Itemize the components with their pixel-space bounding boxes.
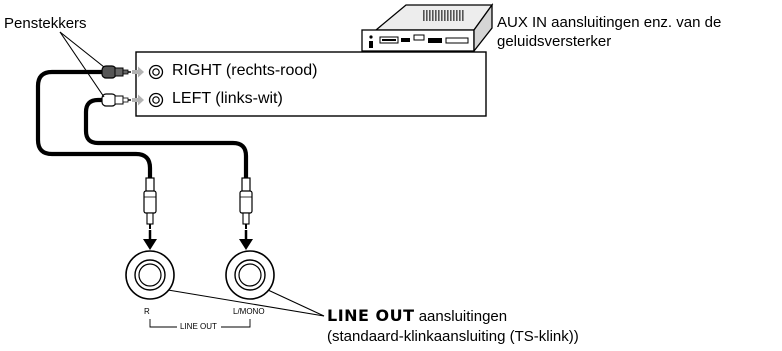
line-out-jack-l-icon [225,250,275,300]
pin-plug-right-icon [101,65,131,79]
line-out-label: LINE OUT aansluitingen (standaard-klinka… [327,306,579,347]
pin-plug-left-icon [101,93,131,107]
aux-in-label-line1: AUX IN aansluitingen enz. van de [497,14,722,31]
rca-jack-left-icon [148,92,164,108]
line-out-label-rest: aansluitingen [414,308,508,325]
jack-r-label: R [144,307,150,316]
left-jack-label: LEFT (links-wit) [172,90,283,107]
right-jack-label: RIGHT (rechts-rood) [172,62,318,79]
down-arrow-l-icon [239,230,253,250]
arrow-right-icon [132,66,144,78]
phone-plug-r-icon [143,177,157,229]
phone-plug-l-icon [239,177,253,229]
line-out-label-line2: (standaard-klinkaansluiting (TS-klink)) [327,328,579,345]
plugs-label: Penstekkers [4,15,87,32]
line-out-bracket [149,319,251,328]
aux-input-panel [135,51,487,117]
line-out-label-strong: LINE OUT [327,306,415,325]
amplifier-device-icon [361,2,494,53]
plugs-pointer-lines [59,31,105,98]
cable-left [83,97,249,183]
jack-l-mono-label: L/MONO [233,307,265,316]
rca-jack-right-icon [148,64,164,80]
line-out-label-line1: LINE OUT aansluitingen [327,306,579,327]
line-out-panel-label: LINE OUT [180,322,217,331]
line-out-jack-r-icon [125,250,175,300]
down-arrow-r-icon [143,230,157,250]
arrow-left-icon [132,94,144,106]
cable-right [35,69,153,183]
lineout-pointer-lines [167,289,325,317]
aux-in-label-line2: geluidsversterker [497,33,612,50]
aux-in-label: AUX IN aansluitingen enz. van de geluids… [497,13,721,51]
